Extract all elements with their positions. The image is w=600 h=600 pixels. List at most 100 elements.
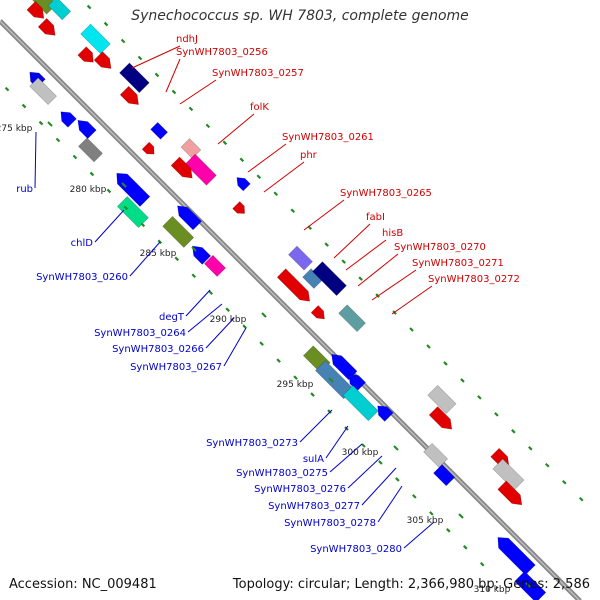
gene-block bbox=[514, 570, 547, 600]
track-dash bbox=[578, 496, 584, 502]
gene-feature bbox=[184, 153, 217, 186]
gene-arrow bbox=[310, 305, 325, 320]
track-dash bbox=[310, 392, 315, 397]
gene-block bbox=[203, 254, 227, 277]
reverse-gene-leader bbox=[94, 209, 125, 243]
scale-tick-mark bbox=[47, 121, 53, 127]
gene-arrow bbox=[177, 205, 202, 231]
gene-arrow bbox=[60, 111, 77, 128]
forward-gene-leader bbox=[247, 143, 287, 173]
forward-gene-leader bbox=[263, 161, 305, 193]
track-dash bbox=[378, 460, 383, 465]
track-dash bbox=[276, 358, 281, 363]
gene-arrow bbox=[141, 141, 155, 155]
gene-feature bbox=[177, 205, 202, 231]
gene-feature bbox=[497, 537, 536, 576]
reverse-gene-leader bbox=[185, 289, 211, 317]
gene-arrow bbox=[497, 480, 523, 506]
gene-block bbox=[184, 153, 217, 186]
gene-arrow bbox=[26, 0, 45, 19]
reverse-gene-leader bbox=[205, 317, 235, 349]
gene-arrow bbox=[77, 119, 97, 140]
track-dash bbox=[528, 446, 533, 451]
gene-block bbox=[47, 0, 72, 21]
gene-feature bbox=[60, 111, 77, 128]
track-dash bbox=[460, 378, 465, 383]
track-dash bbox=[479, 561, 485, 567]
gene-labels: ndhJSynWH7803_0256SynWH7803_0257folKSynW… bbox=[16, 34, 520, 555]
gene-feature bbox=[180, 138, 202, 159]
gene-feature bbox=[119, 85, 139, 106]
gene-block bbox=[423, 442, 449, 468]
gene-block bbox=[288, 245, 313, 271]
gene-feature bbox=[492, 458, 525, 491]
track-dash bbox=[293, 375, 298, 380]
gene-feature bbox=[47, 0, 72, 21]
gene-feature bbox=[423, 442, 449, 468]
gene-arrow bbox=[119, 85, 139, 106]
reverse-gene-leader bbox=[347, 455, 383, 489]
reverse-gene-label: SynWH7803_0266 bbox=[112, 344, 204, 355]
gene-feature bbox=[342, 384, 379, 422]
gene-block bbox=[80, 23, 111, 55]
gene-arrow bbox=[236, 177, 251, 192]
track-dash bbox=[561, 479, 567, 485]
gene-arrow bbox=[428, 406, 453, 430]
track-dash bbox=[446, 528, 451, 533]
track-dash bbox=[137, 55, 143, 61]
gene-block bbox=[78, 137, 103, 163]
gene-block bbox=[119, 62, 150, 94]
track-dash bbox=[545, 462, 550, 468]
gene-feature bbox=[427, 384, 457, 415]
gene-block bbox=[162, 215, 195, 248]
track-dash bbox=[123, 205, 129, 211]
gene-block bbox=[342, 384, 379, 422]
scale-tick-label: 285 kbp bbox=[140, 249, 177, 259]
gene-arrow bbox=[77, 46, 94, 63]
gene-feature bbox=[203, 254, 227, 277]
scale-tick-mark bbox=[121, 182, 127, 188]
gene-block bbox=[427, 384, 457, 415]
gene-feature bbox=[29, 77, 57, 106]
track-dash bbox=[106, 188, 112, 194]
gene-block bbox=[338, 304, 366, 333]
track-dash bbox=[409, 327, 414, 332]
forward-gene-leader bbox=[345, 239, 387, 271]
reverse-gene-leader bbox=[299, 409, 333, 443]
scale-tick-label: 295 kbp bbox=[277, 380, 314, 390]
gene-feature bbox=[116, 196, 149, 229]
scale-tick-mark bbox=[393, 445, 399, 451]
reverse-gene-leader bbox=[34, 131, 37, 189]
forward-gene-leader bbox=[131, 45, 181, 69]
forward-gene-label: SynWH7803_0265 bbox=[340, 188, 432, 199]
forward-gene-label: hisB bbox=[382, 228, 403, 239]
gene-block bbox=[150, 121, 169, 140]
track-dash bbox=[412, 494, 417, 499]
track-dash bbox=[429, 511, 434, 516]
track-dash bbox=[225, 307, 230, 312]
gene-arrow bbox=[276, 268, 311, 302]
gene-arrow bbox=[232, 201, 245, 214]
track-dash bbox=[327, 409, 332, 414]
track-dash bbox=[290, 208, 296, 213]
forward-gene-leader bbox=[179, 79, 217, 105]
forward-gene-leader bbox=[303, 199, 345, 231]
gene-arrow bbox=[497, 537, 536, 576]
forward-gene-leader bbox=[217, 113, 255, 145]
track-dash bbox=[256, 174, 262, 180]
forward-gene-label: SynWH7803_0271 bbox=[412, 258, 504, 269]
reverse-gene-label: SynWH7803_0260 bbox=[36, 272, 128, 283]
reverse-gene-leader bbox=[403, 521, 435, 549]
reverse-gene-leader bbox=[377, 485, 403, 523]
reverse-gene-label: SynWH7803_0267 bbox=[130, 362, 222, 373]
gene-feature bbox=[26, 0, 45, 19]
track-dash bbox=[324, 242, 329, 247]
reverse-gene-label: SynWH7803_0280 bbox=[310, 544, 402, 555]
track-dash bbox=[191, 273, 197, 279]
forward-gene-leader bbox=[333, 223, 371, 259]
reverse-gene-label: SynWH7803_0276 bbox=[254, 484, 346, 495]
gene-arrow bbox=[170, 156, 193, 179]
scale-tick-mark bbox=[328, 377, 334, 383]
track-dash bbox=[477, 395, 482, 400]
